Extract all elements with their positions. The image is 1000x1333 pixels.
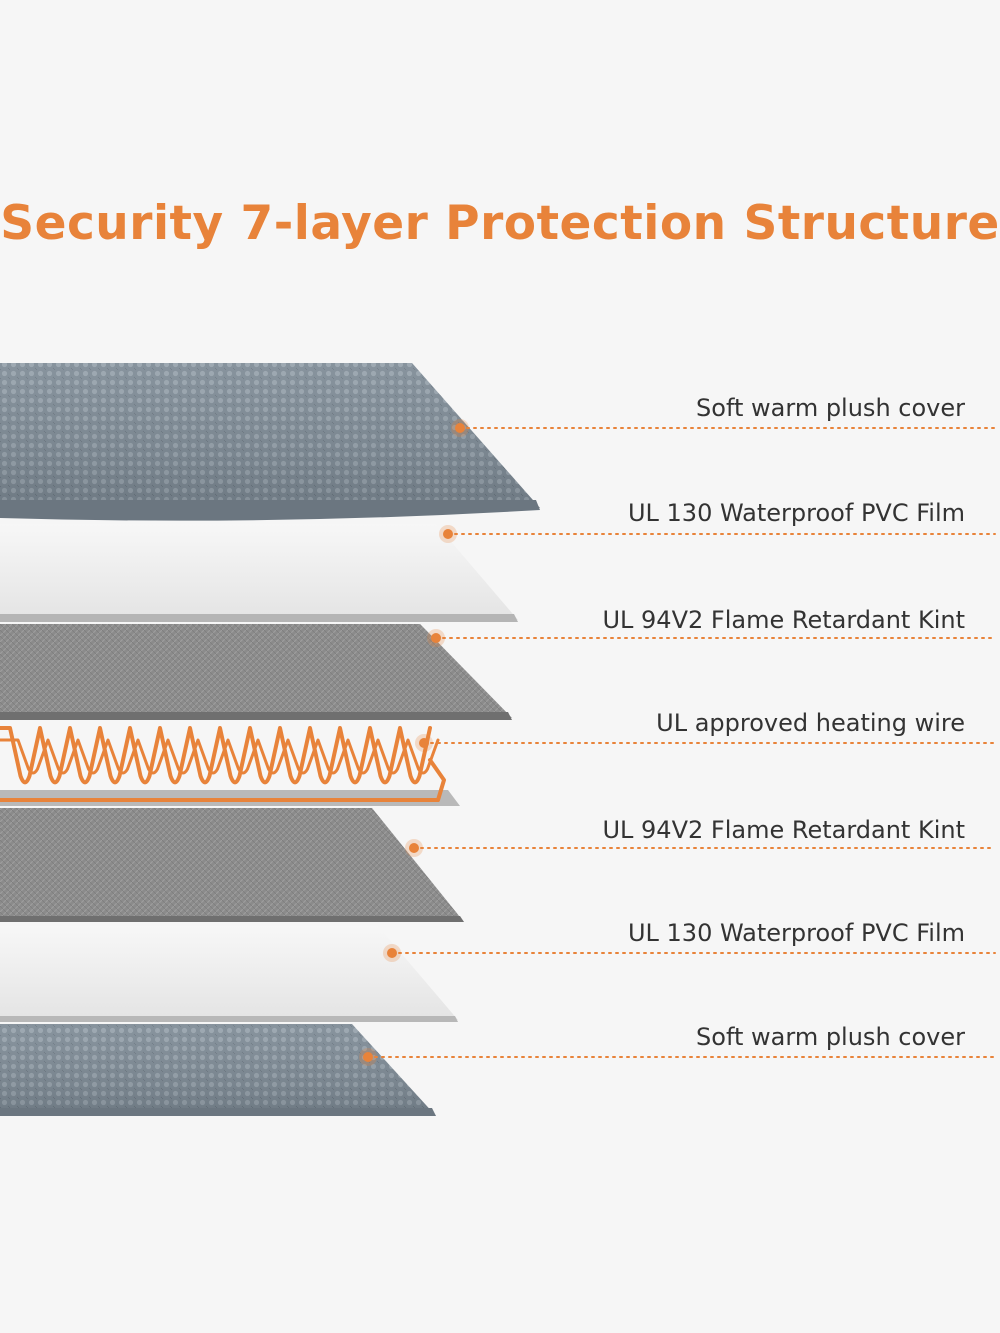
callout-dot [409,843,419,853]
layer-label: UL approved heating wire [656,709,965,737]
layer-5-flame-retardant-knit [0,808,464,922]
layer-3-flame-retardant-knit [0,624,512,720]
layer-label: UL 130 Waterproof PVC Film [628,919,965,947]
callout-2: UL 130 Waterproof PVC Film [439,499,996,543]
page-title: Security 7-layer Protection Structure [0,196,1000,251]
layer-label: UL 94V2 Flame Retardant Kint [602,816,965,844]
layer-label: Soft warm plush cover [696,1023,965,1051]
callout-dot [419,738,429,748]
layer-label: UL 130 Waterproof PVC Film [628,499,965,527]
callout-7: Soft warm plush cover [359,1023,996,1066]
callout-dot [431,633,441,643]
callout-6: UL 130 Waterproof PVC Film [383,919,996,962]
layer-7-plush-cover [0,1024,436,1116]
heating-wire-inner [0,738,440,775]
heating-wire-edge [0,758,446,802]
callout-4: UL approved heating wire [415,709,996,752]
callout-dot [363,1052,373,1062]
layer-1-plush-cover [0,363,540,521]
layer-4-heating-wire [0,726,460,806]
layer-label: UL 94V2 Flame Retardant Kint [602,606,965,634]
callout-3: UL 94V2 Flame Retardant Kint [427,606,996,647]
callout-5: UL 94V2 Flame Retardant Kint [405,816,996,857]
callout-dot [387,948,397,958]
layer-6-pvc-film [0,926,458,1022]
layer-2-pvc-film [0,524,518,622]
callout-1: Soft warm plush cover [451,394,996,437]
callout-dot [443,529,453,539]
heating-wire-outer [0,726,432,785]
callout-dot [455,423,465,433]
layer-label: Soft warm plush cover [696,394,965,422]
